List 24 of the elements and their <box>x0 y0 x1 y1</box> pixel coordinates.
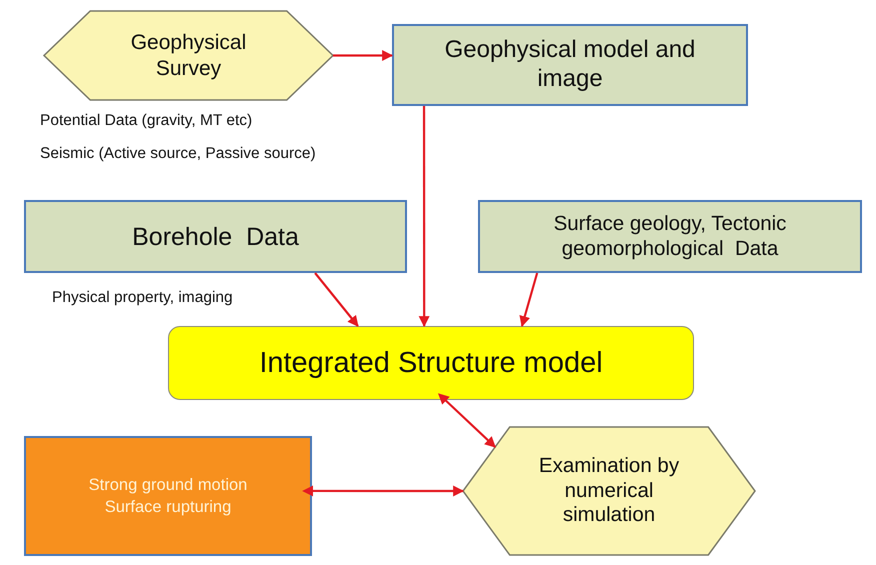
node-label: Integrated Structure model <box>259 346 603 380</box>
note-text: Physical property, imaging <box>52 289 233 307</box>
node-label: Surface geology, Tectonic geomorphological Data <box>552 212 788 262</box>
arrow <box>314 272 359 327</box>
hexagon-node <box>44 11 333 100</box>
arrow <box>519 272 538 328</box>
process-box <box>392 24 748 106</box>
arrow <box>418 106 430 328</box>
process-box <box>24 200 407 273</box>
arrow <box>302 485 464 496</box>
result-box <box>24 436 312 556</box>
arrow <box>438 393 496 448</box>
process-box <box>478 200 862 273</box>
node-label: Examination by numerical simulation <box>538 454 680 528</box>
node-label: Borehole Data <box>132 222 299 252</box>
node-label: Strong ground motion <box>88 474 248 496</box>
hexagon-node <box>463 427 755 555</box>
note-text: Seismic (Active source, Passive source) <box>40 145 316 163</box>
node-label: Surface rupturing <box>104 497 232 518</box>
note-text: Potential Data (gravity, MT etc) <box>40 112 252 130</box>
process-box <box>168 326 694 400</box>
node-label: Geophysical Survey <box>130 30 248 81</box>
arrow <box>333 50 394 61</box>
node-label: Geophysical model and image <box>444 36 696 94</box>
